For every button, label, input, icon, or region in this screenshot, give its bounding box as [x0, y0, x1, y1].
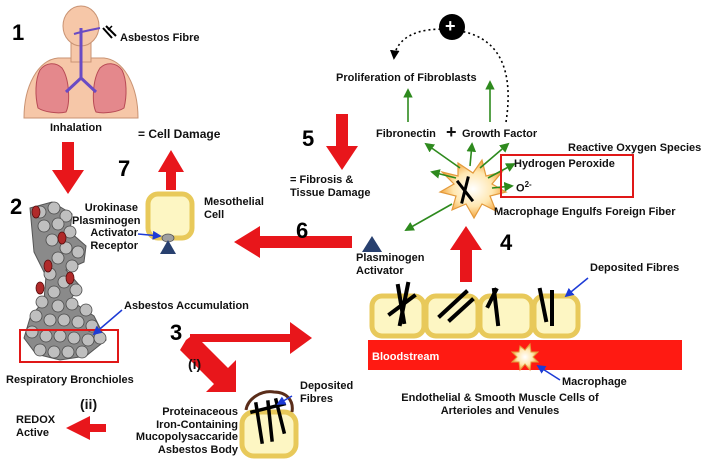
arrow-step3-down — [180, 334, 236, 392]
fibrosis-label: = Fibrosis & Tissue Damage — [290, 174, 371, 199]
respiratory-bronchioles-label: Respiratory Bronchioles — [6, 374, 134, 386]
deposited-fibres-right-pointer — [564, 277, 589, 298]
upar-label: Urokinase Plasminogen Activator Receptor — [72, 202, 141, 252]
asbestos-fibre-icon — [102, 25, 117, 39]
cell-damage-label: = Cell Damage — [138, 127, 221, 141]
deposited-fibres-bottom-pointer — [276, 395, 293, 405]
mesothelial-cell — [145, 191, 195, 241]
macrophage-label: Macrophage — [562, 376, 627, 388]
plasminogen-activator-bound-icon — [160, 240, 176, 254]
proliferation-label: Proliferation of Fibroblasts — [336, 72, 477, 84]
inhalation-label: Inhalation — [50, 122, 102, 134]
deposited-fibres-bottom-icon — [249, 397, 287, 445]
bloodstream-macrophage-icon — [510, 342, 540, 372]
plasminogen-activator-icon — [362, 236, 382, 252]
step-6-number: 6 — [296, 218, 309, 243]
arrow-step6-left — [234, 226, 352, 258]
upar-pointer — [137, 230, 162, 240]
asbestos-accumulation-box — [19, 329, 119, 363]
bloodstream-label: Bloodstream — [372, 351, 440, 363]
hydrogen-peroxide-label: Hydrogen Peroxide — [514, 158, 615, 170]
step-3-sub-i: (i) — [188, 356, 202, 372]
arrow-step5-down — [326, 114, 358, 170]
step-4-number: 4 — [500, 230, 513, 255]
arrow-step4-up — [450, 226, 482, 282]
fibronectin-growth-plus: + — [446, 122, 457, 142]
step-2-number: 2 — [10, 194, 23, 219]
macrophage-pointer — [536, 365, 561, 381]
asbestos-accumulation-label: Asbestos Accumulation — [124, 300, 249, 312]
macrophage-burst-icon — [438, 158, 508, 220]
deposited-fibres-right-label: Deposited Fibres — [590, 262, 680, 274]
plasminogen-activator-label: Plasminogen Activator — [356, 252, 425, 277]
asbestos-body-label: Proteinaceous Iron-Containing Mucopolysa… — [135, 406, 238, 456]
step-1-number: 1 — [12, 20, 25, 45]
deposited-fibres-row-icon — [387, 281, 554, 327]
step-5-number: 5 — [302, 126, 315, 151]
fibronectin-label: Fibronectin — [376, 128, 436, 140]
macrophage-engulfs-label: Macrophage Engulfs Foreign Fiber — [494, 206, 676, 218]
asbestos-accumulation-pointer — [92, 309, 123, 336]
superoxide-label: O2- — [516, 180, 532, 195]
feedback-plus-label: + — [445, 16, 456, 36]
endothelial-label: Endothelial & Smooth Muscle Cells of Art… — [401, 392, 599, 417]
arrow-step7-up — [158, 150, 184, 190]
redox-label: REDOX Active — [16, 414, 56, 439]
step-3-sub-ii: (ii) — [80, 396, 98, 412]
step-3-number: 3 — [170, 320, 183, 345]
human-figure-icon — [23, 5, 139, 119]
feedback-plus-circle — [439, 14, 465, 40]
arrow-redox-left — [66, 416, 106, 440]
engulfed-fibre-icon — [455, 176, 475, 204]
plasminogen-activator-arrow — [404, 203, 453, 231]
arrow-step3-right — [190, 322, 312, 354]
ros-label: Reactive Oxygen Species — [568, 142, 702, 154]
arrow-step1-down — [52, 142, 84, 194]
asbestos-body-coat — [244, 390, 294, 413]
growth-factor-label: Growth Factor — [462, 128, 538, 140]
step-7-number: 7 — [118, 156, 131, 181]
mesothelial-cell-label: Mesothelial Cell — [204, 196, 264, 221]
macrophage-secretion-arrows — [424, 142, 516, 192]
deposited-fibres-bottom-label: Deposited Fibres — [300, 380, 354, 405]
ros-box — [500, 154, 634, 198]
asbestos-fibre-label: Asbestos Fibre — [120, 32, 200, 44]
